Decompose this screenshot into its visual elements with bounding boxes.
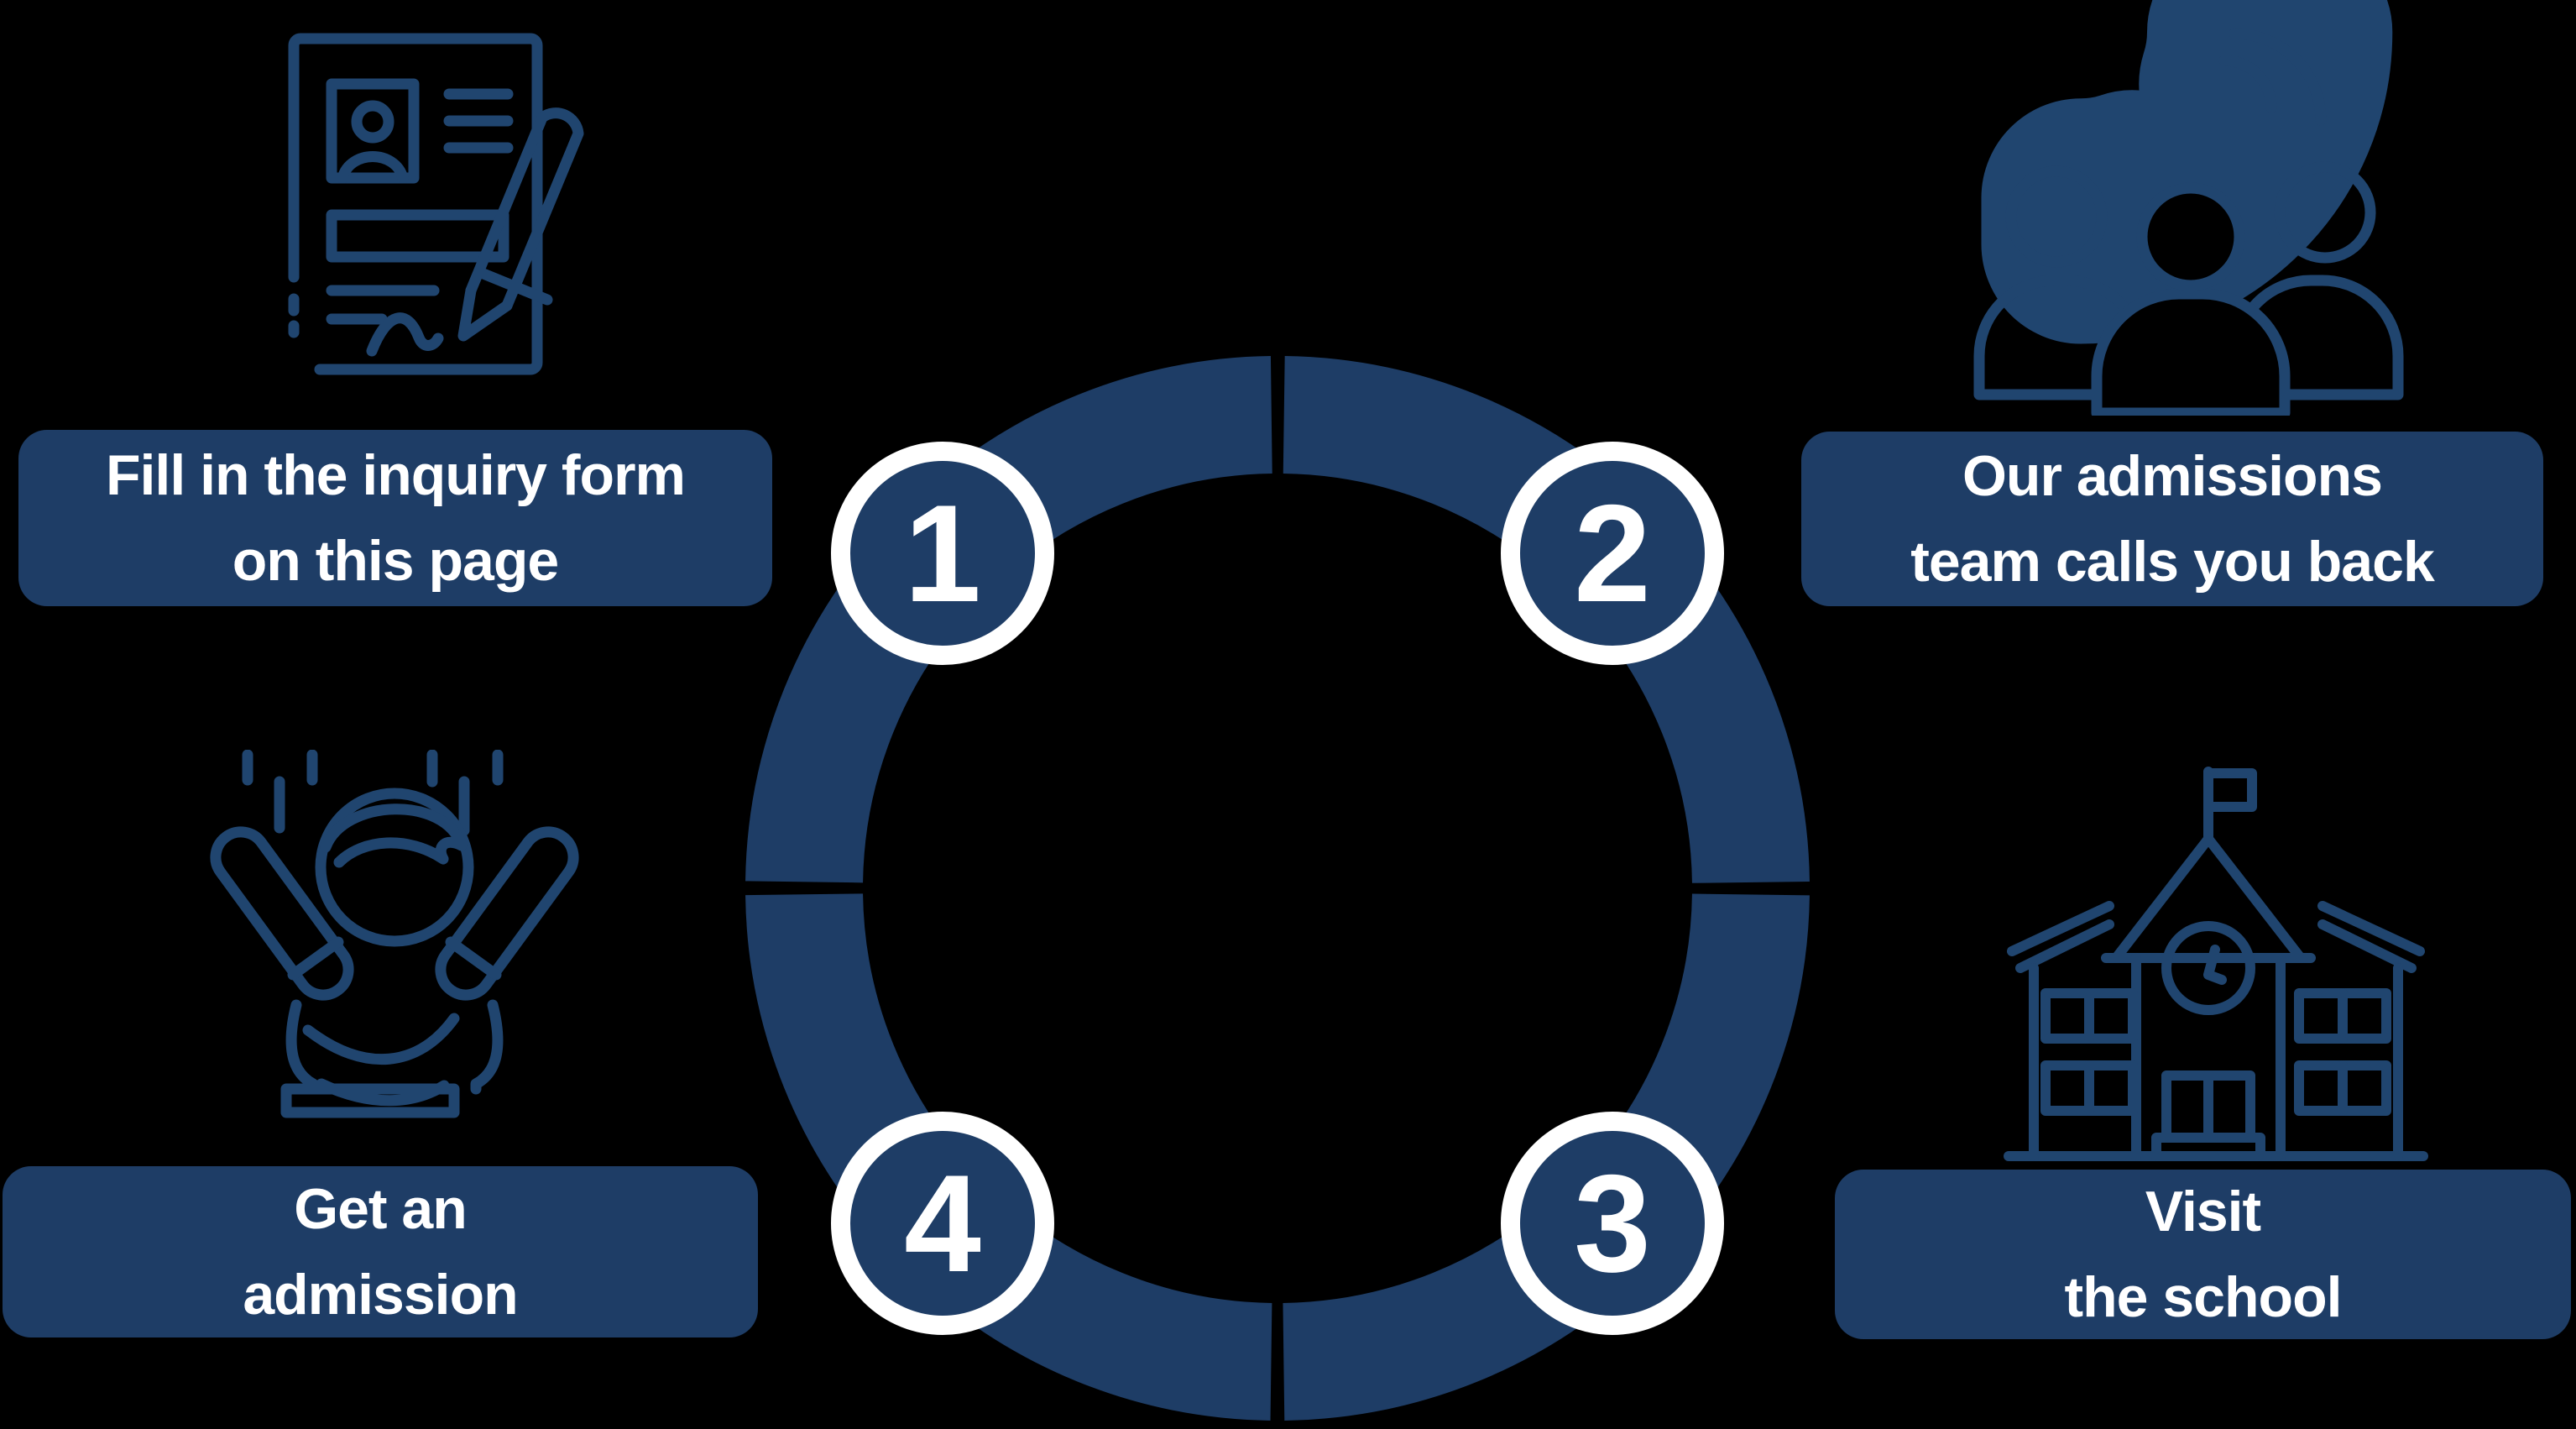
step-3-badge: 3: [1501, 1112, 1724, 1335]
step-4-label-pill: Get an admission: [3, 1166, 758, 1337]
step-1-label-line: on this page: [232, 529, 559, 593]
step-1-label-line: Fill in the inquiry form: [106, 443, 686, 507]
step-4-label-line: admission: [243, 1263, 518, 1327]
step-3-number: 3: [1574, 1145, 1651, 1301]
step-2-label-line: team calls you back: [1910, 530, 2435, 594]
step-2-number: 2: [1574, 475, 1651, 631]
step-4-label-line: Get an: [294, 1177, 468, 1241]
phone-team-icon: [1973, 0, 2404, 416]
step-2-label-line: Our admissions: [1962, 444, 2383, 508]
step-4-badge: 4: [831, 1112, 1054, 1335]
celebration-icon: [210, 750, 579, 1118]
step-1-badge: 1: [831, 442, 1054, 665]
inquiry-form-icon: [288, 33, 584, 375]
step-1-label-pill: Fill in the inquiry form on this page: [18, 430, 772, 606]
step-3-label-line: Visit: [2145, 1180, 2261, 1243]
step-2-badge: 2: [1501, 442, 1724, 665]
step-1-number: 1: [904, 475, 981, 631]
step-3-label-pill: Visit the school: [1835, 1170, 2571, 1339]
school-building-icon: [2004, 767, 2428, 1161]
step-3-label-line: the school: [2064, 1265, 2342, 1329]
step-2-label-pill: Our admissions team calls you back: [1801, 432, 2543, 606]
step-4-number: 4: [904, 1145, 981, 1301]
